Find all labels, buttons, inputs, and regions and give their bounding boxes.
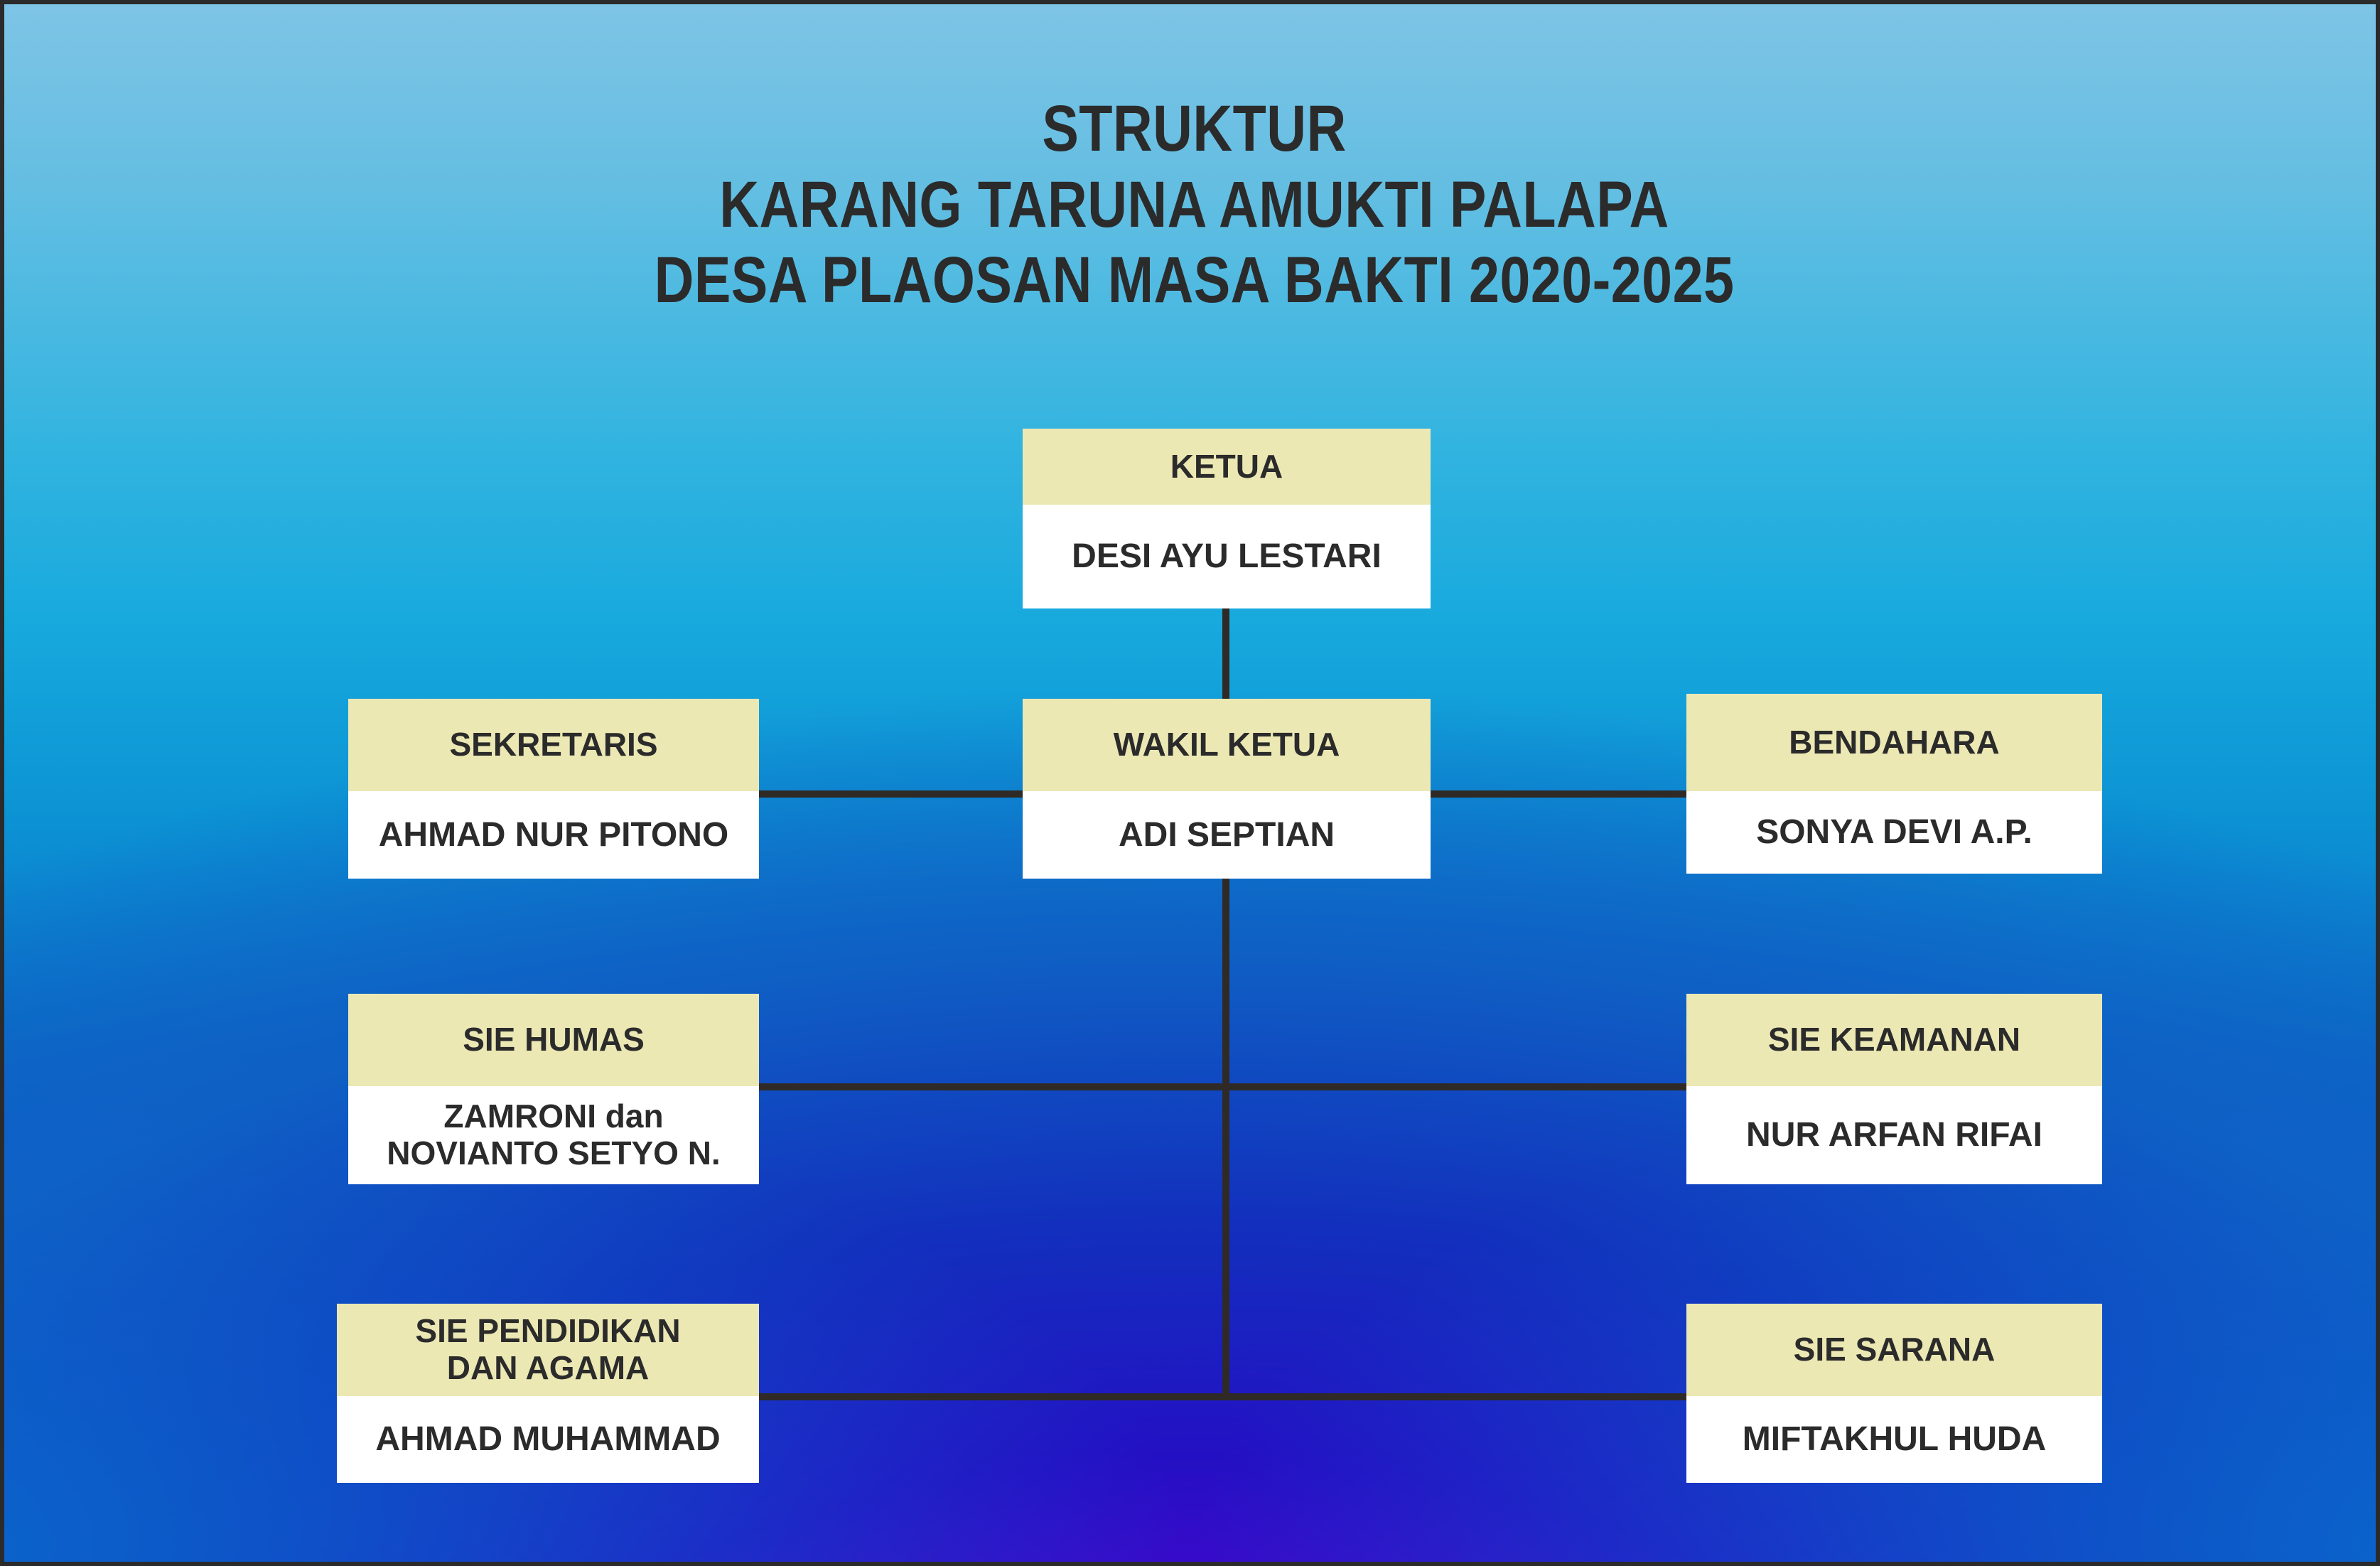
node-sie-humas-role-header: SIE HUMAS [348, 994, 759, 1086]
connector-row1-left [759, 790, 1025, 798]
node-sie-sarana-role-header: SIE SARANA [1686, 1304, 2102, 1396]
node-wakil-ketua-name: ADI SEPTIAN [1118, 815, 1335, 854]
connector-ketua-to-wakil [1222, 606, 1229, 699]
node-sie-pendidikan-role-line1: SIE PENDIDIKAN [415, 1312, 681, 1350]
node-sie-sarana-name: MIFTAKHUL HUDA [1742, 1420, 2047, 1459]
node-sie-pendidikan-dan-agama[interactable]: SIE PENDIDIKAN DAN AGAMA AHMAD MUHAMMAD [337, 1304, 759, 1483]
node-wakil-ketua-role: WAKIL KETUA [1113, 726, 1340, 763]
node-bendahara-name: SONYA DEVI A.P. [1756, 813, 2032, 852]
node-bendahara-name-body: SONYA DEVI A.P. [1686, 791, 2102, 874]
node-sie-keamanan-name: NUR ARFAN RIFAI [1746, 1116, 2042, 1154]
node-sie-humas-role: SIE HUMAS [463, 1021, 645, 1058]
node-sekretaris-role-header: SEKRETARIS [348, 699, 759, 791]
node-bendahara[interactable]: BENDAHARA SONYA DEVI A.P. [1686, 694, 2102, 874]
node-sie-keamanan-role: SIE KEAMANAN [1767, 1021, 2021, 1058]
connector-row1-right [1429, 790, 1686, 798]
node-sie-pendidikan-name: AHMAD MUHAMMAD [375, 1420, 721, 1459]
node-ketua-name: DESI AYU LESTARI [1072, 537, 1382, 576]
node-sie-humas-name-body: ZAMRONI dan NOVIANTO SETYO N. [348, 1086, 759, 1184]
node-sie-keamanan-name-body: NUR ARFAN RIFAI [1686, 1086, 2102, 1184]
node-sekretaris-name: AHMAD NUR PITONO [378, 815, 729, 854]
node-sie-sarana-name-body: MIFTAKHUL HUDA [1686, 1396, 2102, 1483]
node-sie-sarana[interactable]: SIE SARANA MIFTAKHUL HUDA [1686, 1304, 2102, 1483]
node-sie-humas-name-line2: NOVIANTO SETYO N. [387, 1135, 721, 1171]
connector-row2 [759, 1083, 1686, 1090]
node-wakil-ketua-name-body: ADI SEPTIAN [1023, 791, 1431, 879]
page-title: STRUKTUR KARANG TARUNA AMUKTI PALAPA DES… [195, 91, 2194, 318]
title-line-2: KARANG TARUNA AMUKTI PALAPA [719, 168, 1669, 241]
title-line-1: STRUKTUR [1042, 92, 1347, 165]
node-sie-humas[interactable]: SIE HUMAS ZAMRONI dan NOVIANTO SETYO N. [348, 994, 759, 1184]
node-bendahara-role: BENDAHARA [1789, 723, 2000, 761]
node-sekretaris-name-body: AHMAD NUR PITONO [348, 791, 759, 879]
node-sie-keamanan[interactable]: SIE KEAMANAN NUR ARFAN RIFAI [1686, 994, 2102, 1184]
node-sie-pendidikan-role-line2: DAN AGAMA [446, 1349, 650, 1386]
node-sie-keamanan-role-header: SIE KEAMANAN [1686, 994, 2102, 1086]
connector-vertical-spine [1222, 874, 1229, 1400]
node-wakil-ketua[interactable]: WAKIL KETUA ADI SEPTIAN [1023, 699, 1431, 879]
node-ketua-role-header: KETUA [1023, 429, 1431, 505]
node-sie-sarana-role: SIE SARANA [1793, 1331, 1996, 1368]
connector-row3 [759, 1393, 1686, 1400]
node-sekretaris-role: SEKRETARIS [449, 726, 658, 763]
node-sekretaris[interactable]: SEKRETARIS AHMAD NUR PITONO [348, 699, 759, 879]
node-sie-pendidikan-role-header: SIE PENDIDIKAN DAN AGAMA [337, 1304, 759, 1396]
node-wakil-ketua-role-header: WAKIL KETUA [1023, 699, 1431, 791]
title-line-3: DESA PLAOSAN MASA BAKTI 2020-2025 [654, 244, 1735, 317]
node-ketua[interactable]: KETUA DESI AYU LESTARI [1023, 429, 1431, 608]
node-ketua-role: KETUA [1170, 447, 1283, 485]
node-bendahara-role-header: BENDAHARA [1686, 694, 2102, 791]
node-sie-pendidikan-name-body: AHMAD MUHAMMAD [337, 1396, 759, 1483]
node-ketua-name-body: DESI AYU LESTARI [1023, 505, 1431, 608]
node-sie-humas-name-line1: ZAMRONI dan [443, 1098, 664, 1135]
